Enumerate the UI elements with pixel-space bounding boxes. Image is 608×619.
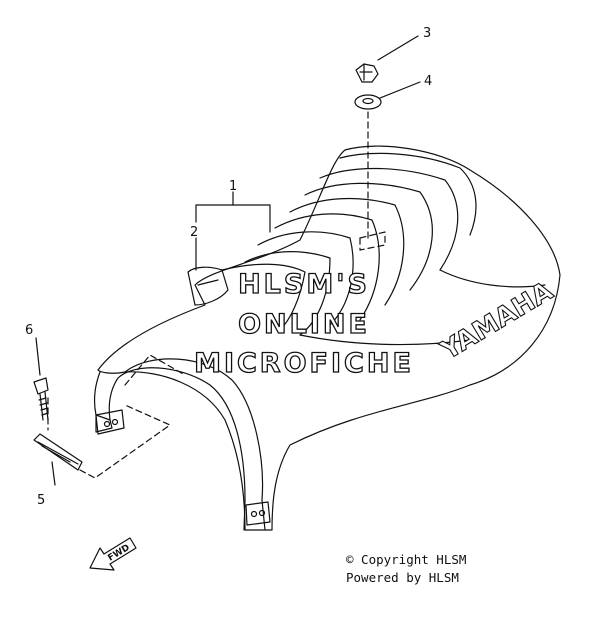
leader-line-4 [379,81,421,99]
clip-part [33,433,83,471]
right-bracket [245,501,271,526]
leader-line-3 [377,35,419,61]
bolt-part [33,377,49,421]
assembly-line [79,404,171,479]
cushion-ridge [221,263,306,331]
cushion-ridge [289,197,405,306]
watermark-line-3: MICROFICHE [194,348,414,379]
forward-arrow [89,537,137,571]
nut-part [355,63,379,83]
seat-outline [97,145,561,531]
leader-line-5 [51,461,56,486]
callout-5: 5 [37,493,45,508]
cushion-ridge [244,251,331,336]
assembly-line [124,354,186,386]
cushion-ridge [257,231,354,326]
copyright-text: © Copyright HLSM [346,552,467,567]
powered-by-text: Powered by HLSM [346,570,459,585]
callout-2: 2 [190,225,198,240]
watermark-line-2: ONLINE [238,309,370,340]
watermark-line-1: HLSM'S [238,269,370,300]
leader-line-6 [35,337,41,376]
left-bracket [95,409,125,435]
cushion-ridge [319,167,459,271]
leader-line-1 [195,191,271,233]
callout-6: 6 [25,323,33,338]
tail-cover-arch [94,367,246,501]
cushion-ridge [274,213,380,321]
callout-1: 1 [229,179,237,194]
callout-4: 4 [424,74,432,89]
callout-3: 3 [423,26,431,41]
cushion-ridge [304,182,433,291]
cover-hump [187,266,229,306]
washer-part [354,94,382,110]
